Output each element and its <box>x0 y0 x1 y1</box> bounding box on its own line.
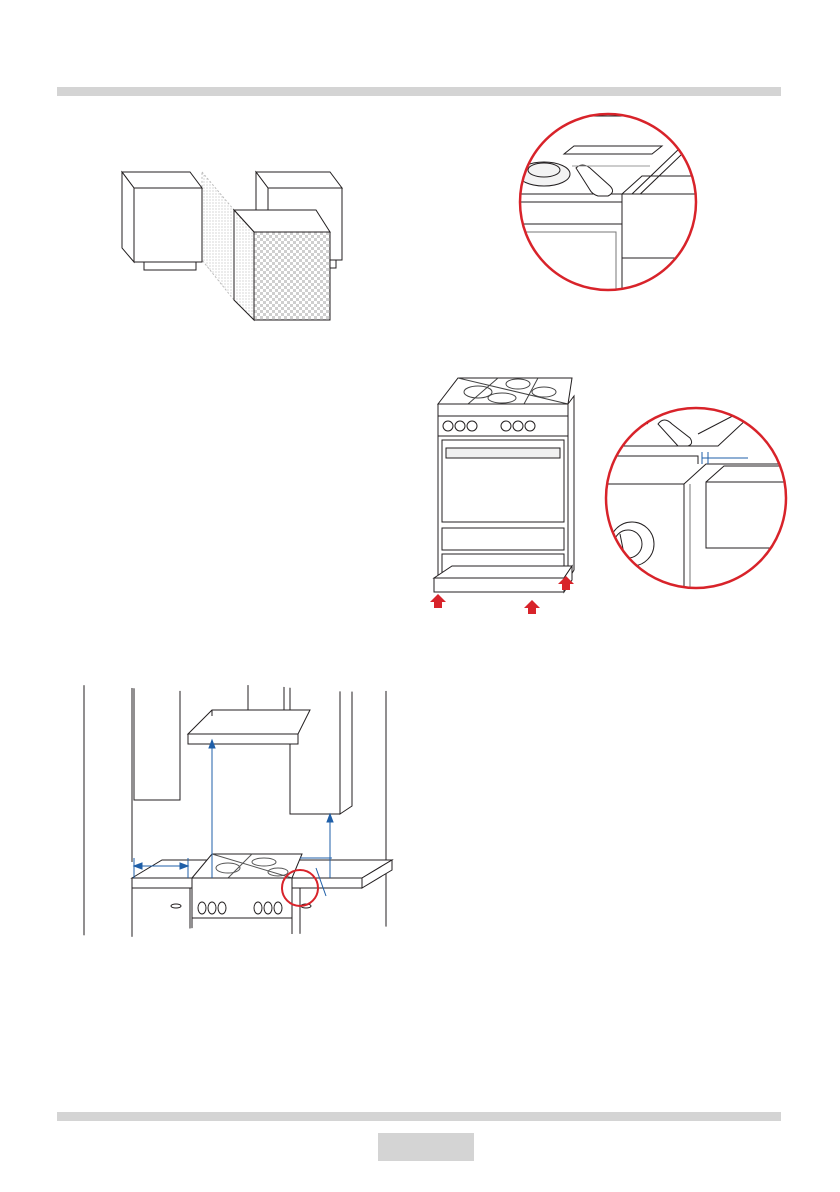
cooker-gap-detail-figure <box>598 404 794 594</box>
kitchen-installation-figure <box>52 682 410 938</box>
hob-edge-detail-figure <box>512 106 704 298</box>
bottom-rule <box>57 1112 781 1121</box>
cabinet-layout-figure <box>110 160 350 325</box>
cooker-on-plinth-figure <box>428 370 578 616</box>
page-number-tab <box>378 1133 474 1161</box>
top-rule <box>57 87 781 96</box>
